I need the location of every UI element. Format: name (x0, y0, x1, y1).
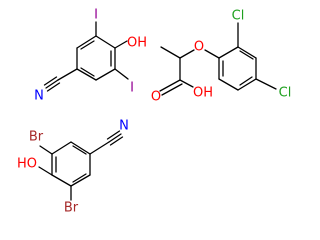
chlorine-label-top: Cl (232, 9, 245, 24)
bromo-bond-top (39, 145, 53, 155)
bromine-label-bottom: Br (64, 201, 79, 216)
chlorine-label-para: Cl (279, 86, 292, 101)
hydroxyl-label: HO (17, 157, 37, 172)
nitrile-nitrogen-label: N (34, 89, 44, 104)
molecule-ioxynil: I OH I N (34, 8, 147, 104)
benzene-ring (51, 141, 91, 187)
carbonyl-oxygen-label: O (151, 90, 161, 105)
ring-to-nitrile-bond (89, 141, 110, 155)
benzene-ring (76, 35, 116, 81)
benzene-ring (218, 46, 257, 91)
carboxyl-oh-bond (179, 79, 194, 88)
bromine-label-top: Br (29, 130, 44, 145)
nitrile-triple-bond (43, 76, 61, 92)
hydroxyl-bond (114, 40, 128, 49)
carbonyl-double-bond (159, 79, 183, 96)
structure-canvas: I OH I N Cl O Cl O OH (17, 8, 291, 216)
aryl-ether-bond (204, 49, 220, 59)
hydroxyl-label: OH (127, 36, 147, 51)
iodine-label-top: I (94, 8, 98, 23)
chloro-bond-para (255, 78, 277, 90)
nitrile-triple-bond (106, 130, 124, 146)
carboxyl-hydroxyl-label: OH (193, 86, 213, 101)
nitrile-nitrogen-label: N (119, 119, 129, 134)
molecule-bromoxynil: Br HO Br N (17, 119, 129, 216)
ether-oxygen-label: O (194, 40, 204, 55)
methyl-bond (160, 46, 181, 59)
iodine-label-bottom: I (130, 81, 134, 96)
hydroxyl-bond (38, 166, 53, 176)
ring-to-nitrile-bond (57, 68, 78, 81)
ether-alkyl-bond (179, 49, 195, 59)
molecule-dichlorprop: Cl O Cl O OH (151, 9, 291, 105)
iodo-bond-bottom (114, 68, 129, 80)
